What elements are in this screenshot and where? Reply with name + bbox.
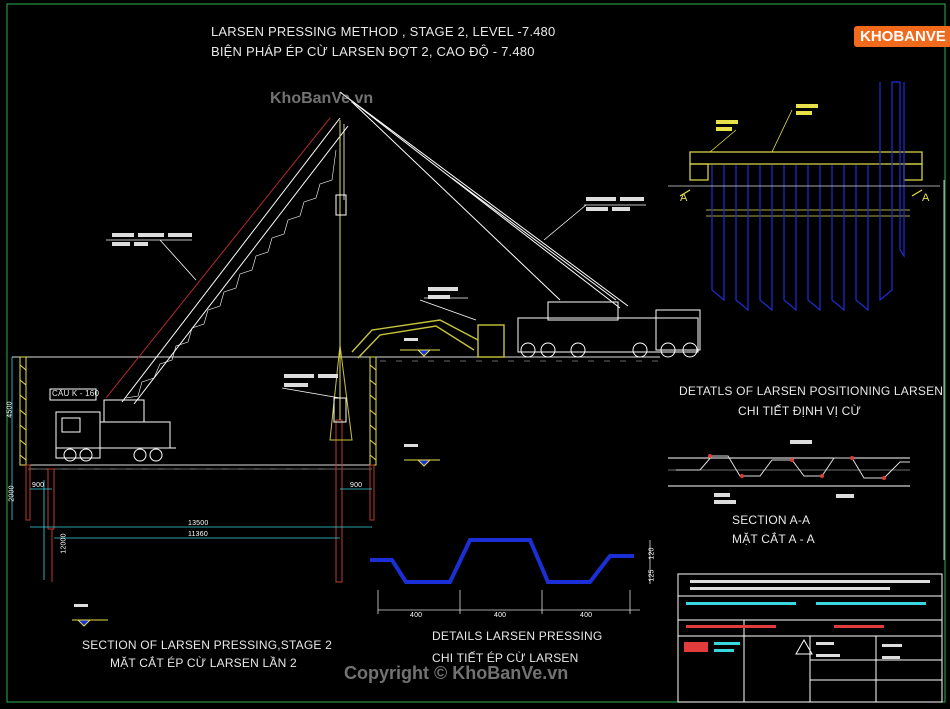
level-markers bbox=[72, 349, 440, 627]
title-positioning-en: DETATLS OF LARSEN POSITIONING LARSEN bbox=[679, 384, 944, 398]
marker-a-right: A bbox=[922, 192, 930, 204]
dim-11360: 11360 bbox=[188, 531, 208, 538]
dimension-lines bbox=[11, 357, 372, 580]
title-block bbox=[677, 573, 943, 703]
watermark-top: KhoBanVe.vn bbox=[270, 90, 374, 107]
title-pressing-en: DETAILS LARSEN PRESSING bbox=[432, 629, 603, 643]
title-main-en: LARSEN PRESSING METHOD , STAGE 2, LEVEL … bbox=[211, 24, 556, 39]
label-plates bbox=[112, 197, 644, 387]
annotation-leaders bbox=[106, 204, 646, 399]
crane-left bbox=[55, 117, 349, 462]
hook-cable bbox=[329, 120, 353, 441]
ground-line bbox=[12, 356, 660, 470]
crane-tag-box bbox=[49, 388, 97, 401]
pressing-profile bbox=[370, 538, 651, 614]
dim-120: 120 bbox=[648, 547, 656, 560]
title-sectionaa-vi: MẶT CẮT A - A bbox=[732, 532, 815, 546]
power-unit bbox=[351, 319, 505, 359]
dim-900-left: 900 bbox=[32, 482, 45, 489]
drawing-frame bbox=[6, 3, 946, 703]
title-pressing-vi: CHI TIẾT ÉP CỪ LARSEN bbox=[432, 651, 579, 665]
title-section-vi: MẶT CẮT ÉP CỪ LARSEN LẦN 2 bbox=[110, 656, 297, 670]
dim-400-a: 400 bbox=[410, 612, 423, 619]
dim-2000: 2000 bbox=[8, 485, 16, 502]
positioning-detail bbox=[668, 455, 910, 487]
marker-a-left: A bbox=[680, 192, 688, 204]
watermark-bottom: Copyright © KhoBanVe.vn bbox=[344, 663, 569, 683]
title-positioning-vi: CHI TIẾT ĐỊNH VỊ CỪ bbox=[738, 404, 861, 418]
crane-right bbox=[339, 91, 701, 358]
dim-400-b: 400 bbox=[494, 612, 507, 619]
dim-13500: 13500 bbox=[188, 520, 209, 527]
excavation-walls bbox=[19, 356, 377, 466]
dim-125: 125 bbox=[648, 569, 656, 582]
logo-text: KHOBANVE bbox=[854, 26, 950, 47]
dim-900-right: 900 bbox=[350, 482, 363, 489]
title-section-en: SECTION OF LARSEN PRESSING,STAGE 2 bbox=[82, 638, 332, 652]
title-main-vi: BIỆN PHÁP ÉP CỪ LARSEN ĐỢT 2, CAO ĐỘ - 7… bbox=[211, 44, 535, 59]
site-logo: KHOBANVE bbox=[852, 12, 950, 52]
sheet-piles-section bbox=[25, 419, 375, 583]
dim-4500: 4500 bbox=[6, 401, 14, 418]
sheet-pile-plan bbox=[668, 81, 940, 312]
crane-tag: CẦU K - 160 bbox=[52, 389, 100, 398]
dim-400-c: 400 bbox=[580, 612, 593, 619]
dim-12000: 12000 bbox=[60, 533, 68, 554]
title-sectionaa-en: SECTION A-A bbox=[732, 513, 811, 527]
